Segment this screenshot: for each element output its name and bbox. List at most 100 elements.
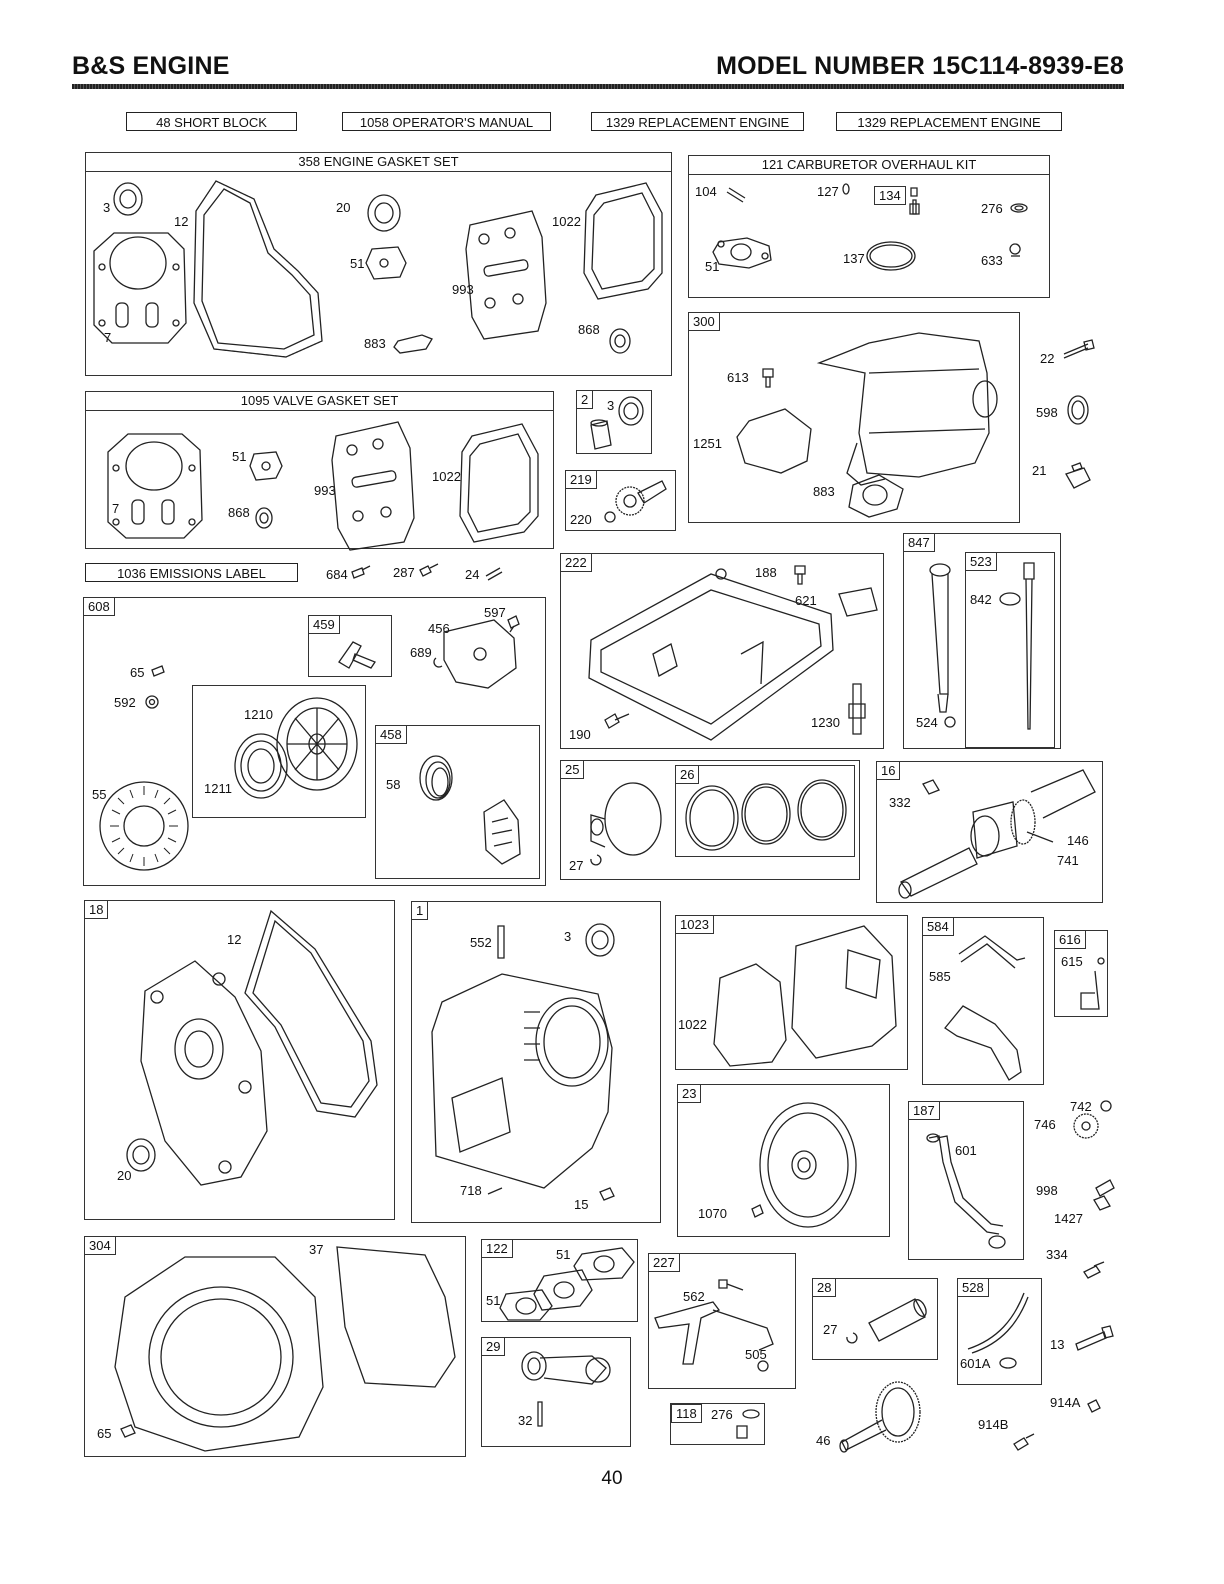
part-label[interactable]: 188 — [755, 565, 777, 580]
part-label[interactable]: 1251 — [693, 436, 722, 451]
part-label[interactable]: 684 — [326, 567, 348, 582]
kit-replacement-engine-2[interactable]: 1329 REPLACEMENT ENGINE — [836, 112, 1062, 131]
emissions-label[interactable]: 1036 EMISSIONS LABEL — [85, 563, 298, 582]
group-tag[interactable]: 523 — [966, 553, 997, 571]
part-label[interactable]: 585 — [929, 969, 951, 984]
part-label[interactable]: 220 — [570, 512, 592, 527]
part-label[interactable]: 37 — [309, 1242, 324, 1257]
part-label[interactable]: 65 — [130, 665, 145, 680]
part-label[interactable]: 146 — [1067, 833, 1089, 848]
group-tag[interactable]: 122 — [482, 1240, 513, 1258]
part-label[interactable]: 276 — [711, 1407, 733, 1422]
part-label[interactable]: 58 — [386, 777, 401, 792]
kit-short-block[interactable]: 48 SHORT BLOCK — [126, 112, 297, 131]
part-label[interactable]: 597 — [484, 605, 506, 620]
part-label[interactable]: 15 — [574, 1197, 589, 1212]
group-tag[interactable]: 2 — [577, 391, 594, 409]
part-label[interactable]: 12 — [227, 932, 242, 947]
part-label[interactable]: 51 — [486, 1293, 501, 1308]
group-tag[interactable]: 847 — [904, 534, 935, 552]
part-label[interactable]: 65 — [97, 1426, 112, 1441]
part-label[interactable]: 601 — [955, 1143, 977, 1158]
part-label[interactable]: 598 — [1036, 405, 1058, 420]
part-label[interactable]: 287 — [393, 565, 415, 580]
group-tag[interactable]: 300 — [689, 313, 720, 331]
part-label[interactable]: 51 — [232, 449, 247, 464]
part-label[interactable]: 615 — [1061, 954, 1083, 969]
part-label[interactable]: 1022 — [678, 1017, 707, 1032]
group-tag[interactable]: 26 — [676, 766, 700, 784]
part-label[interactable]: 524 — [916, 715, 938, 730]
part-label[interactable]: 1210 — [244, 707, 273, 722]
group-tag[interactable]: 222 — [561, 554, 592, 572]
part-label[interactable]: 27 — [569, 858, 584, 873]
part-label[interactable]: 868 — [578, 322, 600, 337]
part-label[interactable]: 332 — [889, 795, 911, 810]
group-tag[interactable]: 18 — [85, 901, 109, 919]
part-label[interactable]: 842 — [970, 592, 992, 607]
part-label[interactable]: 741 — [1057, 853, 1079, 868]
part-label[interactable]: 742 — [1070, 1099, 1092, 1114]
part-label[interactable]: 3 — [607, 398, 615, 413]
group-tag[interactable]: 227 — [649, 1254, 680, 1272]
part-label[interactable]: 883 — [364, 336, 386, 351]
part-label[interactable]: 20 — [336, 200, 351, 215]
group-tag-134[interactable]: 134 — [874, 186, 906, 205]
part-label[interactable]: 51 — [556, 1247, 571, 1262]
group-tag[interactable]: 584 — [923, 918, 954, 936]
part-label[interactable]: 1070 — [698, 1206, 727, 1221]
part-label[interactable]: 190 — [569, 727, 591, 742]
group-tag[interactable]: 25 — [561, 761, 585, 779]
part-label[interactable]: 633 — [981, 253, 1003, 268]
group-tag[interactable]: 187 — [909, 1102, 940, 1120]
part-label[interactable]: 746 — [1034, 1117, 1056, 1132]
group-tag[interactable]: 304 — [85, 1237, 116, 1255]
group-tag[interactable]: 28 — [813, 1279, 837, 1297]
part-label[interactable]: 22 — [1040, 351, 1055, 366]
part-label[interactable]: 1427 — [1054, 1211, 1083, 1226]
group-tag[interactable]: 459 — [309, 616, 340, 634]
part-label[interactable]: 46 — [816, 1433, 831, 1448]
part-label[interactable]: 7 — [112, 501, 120, 516]
part-label[interactable]: 127 — [817, 184, 839, 199]
part-label[interactable]: 32 — [518, 1413, 533, 1428]
part-label[interactable]: 334 — [1046, 1247, 1068, 1262]
part-label[interactable]: 1022 — [432, 469, 461, 484]
part-label[interactable]: 914A — [1050, 1395, 1081, 1410]
part-label[interactable]: 21 — [1032, 463, 1047, 478]
part-label[interactable]: 993 — [314, 483, 336, 498]
part-label[interactable]: 718 — [460, 1183, 482, 1198]
part-label[interactable]: 914B — [978, 1417, 1009, 1432]
part-label[interactable]: 601A — [960, 1356, 991, 1371]
group-tag[interactable]: 118 — [671, 1404, 702, 1423]
part-label[interactable]: 55 — [92, 787, 107, 802]
part-label[interactable]: 104 — [695, 184, 717, 199]
part-label[interactable]: 51 — [705, 259, 720, 274]
group-tag[interactable]: 458 — [376, 726, 407, 744]
part-label[interactable]: 3 — [564, 929, 572, 944]
group-tag[interactable]: 23 — [678, 1085, 702, 1103]
part-label[interactable]: 13 — [1050, 1337, 1065, 1352]
group-tag[interactable]: 1 — [412, 902, 429, 920]
part-label[interactable]: 12 — [174, 214, 189, 229]
kit-replacement-engine-1[interactable]: 1329 REPLACEMENT ENGINE — [591, 112, 804, 131]
part-label[interactable]: 1022 — [552, 214, 581, 229]
group-tag[interactable]: 528 — [958, 1279, 989, 1297]
part-label[interactable]: 276 — [981, 201, 1003, 216]
part-label[interactable]: 868 — [228, 505, 250, 520]
part-label[interactable]: 51 — [350, 256, 365, 271]
part-label[interactable]: 1230 — [811, 715, 840, 730]
group-tag[interactable]: 1023 — [676, 916, 714, 934]
group-tag[interactable]: 29 — [482, 1338, 506, 1356]
part-label[interactable]: 552 — [470, 935, 492, 950]
part-label[interactable]: 993 — [452, 282, 474, 297]
part-label[interactable]: 1211 — [204, 781, 232, 796]
group-tag[interactable]: 608 — [84, 598, 115, 616]
part-label[interactable]: 20 — [117, 1168, 132, 1183]
part-label[interactable]: 998 — [1036, 1183, 1058, 1198]
group-tag[interactable]: 16 — [877, 762, 901, 780]
part-label[interactable]: 505 — [745, 1347, 767, 1362]
part-label[interactable]: 613 — [727, 370, 749, 385]
part-label[interactable]: 562 — [683, 1289, 705, 1304]
part-label[interactable]: 137 — [843, 251, 865, 266]
